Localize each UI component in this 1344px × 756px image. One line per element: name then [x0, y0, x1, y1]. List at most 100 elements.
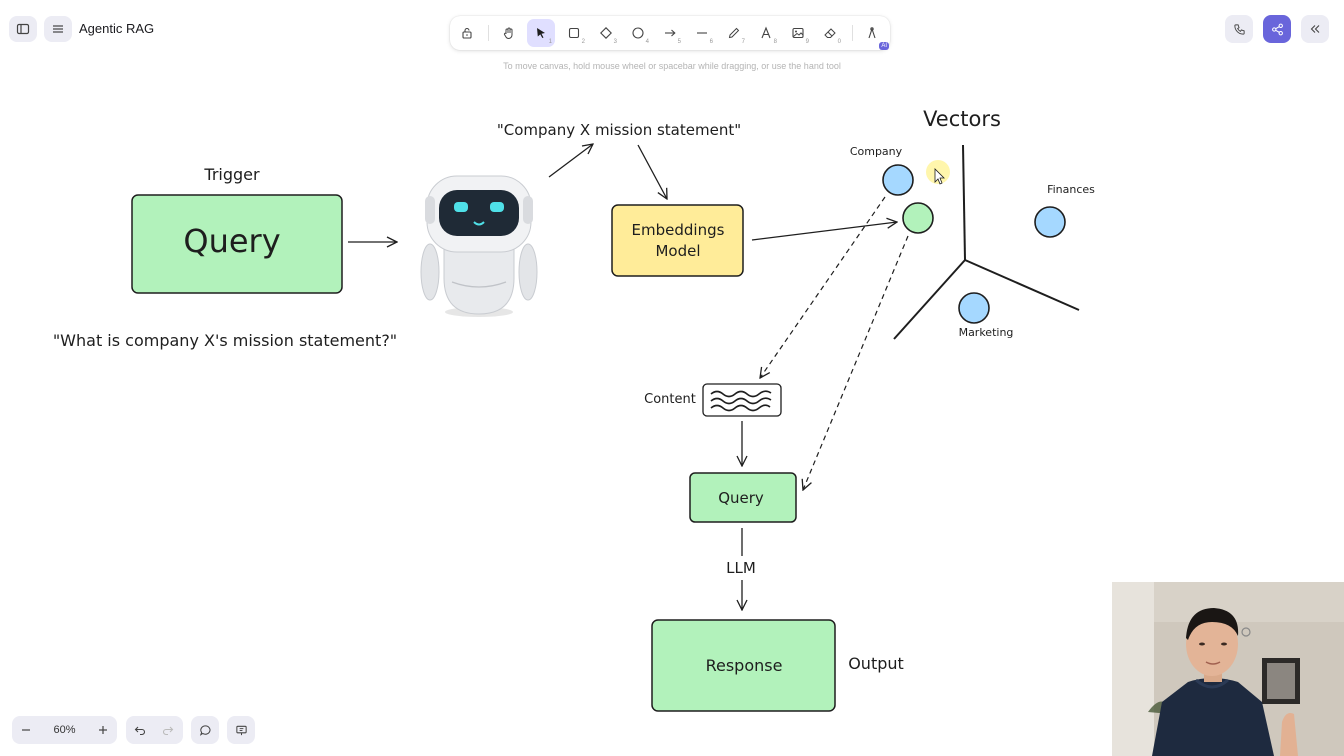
- undo-button[interactable]: [126, 716, 154, 744]
- tool-shortcut: 6: [709, 39, 713, 45]
- finances-vector-dot[interactable]: [1034, 206, 1066, 238]
- redo-button[interactable]: [154, 716, 182, 744]
- diamond-icon: [600, 27, 612, 39]
- query-box[interactable]: [131, 194, 343, 294]
- marketing-label: Marketing: [959, 326, 1014, 339]
- extra-tools-icon: [868, 27, 876, 39]
- vector-axis-x: [964, 259, 1080, 311]
- selection-tool-button[interactable]: 1: [527, 19, 555, 47]
- query-vector-dot[interactable]: [902, 202, 934, 234]
- trigger-label: Trigger: [203, 165, 260, 184]
- company-vector-dot[interactable]: [882, 164, 914, 196]
- query-llm-box[interactable]: [689, 472, 797, 523]
- plus-icon: [99, 726, 108, 734]
- webcam-overlay: [1112, 582, 1344, 756]
- hand-tool-button[interactable]: [495, 19, 523, 47]
- sidebar-toggle-button[interactable]: [9, 16, 37, 42]
- tool-shortcut: 3: [613, 39, 617, 45]
- question-text: "What is company X's mission statement?": [53, 331, 397, 350]
- history-controls: [126, 716, 183, 744]
- zoom-controls: 60%: [12, 716, 117, 744]
- zoom-out-button[interactable]: [12, 716, 40, 744]
- tool-shortcut: 5: [677, 39, 681, 45]
- canvas-hint: To move canvas, hold mouse wheel or spac…: [503, 61, 841, 71]
- tool-shortcut: 7: [741, 39, 745, 45]
- ai-badge: AI: [879, 42, 889, 50]
- share-button[interactable]: [1263, 15, 1291, 43]
- mouse-cursor-icon: [934, 168, 945, 185]
- pencil-tool-button[interactable]: 7: [720, 19, 748, 47]
- toolbar-separator: [488, 25, 489, 41]
- toolbar-separator: [852, 25, 853, 41]
- diamond-tool-button[interactable]: 3: [592, 19, 620, 47]
- embeddings-model-box[interactable]: [611, 204, 744, 277]
- company-label: Company: [850, 145, 903, 158]
- finances-label: Finances: [1047, 183, 1095, 196]
- rectangle-icon: [568, 27, 580, 39]
- main-menu-button[interactable]: [44, 16, 72, 42]
- ellipse-tool-button[interactable]: 4: [624, 19, 652, 47]
- content-label: Content: [644, 392, 696, 407]
- tool-shortcut: 4: [645, 39, 649, 45]
- arrow-tool-button[interactable]: 5: [656, 19, 684, 47]
- minus-icon: [21, 729, 30, 731]
- line-tool-button[interactable]: 6: [688, 19, 716, 47]
- arrow-agent-to-search: [548, 144, 593, 178]
- presenter-video-image: [1112, 582, 1344, 756]
- query-box-label: Query: [183, 222, 280, 260]
- content-scribble-icon: [710, 390, 772, 412]
- presentation-icon: [235, 725, 247, 735]
- zoom-in-button[interactable]: [89, 716, 117, 744]
- eraser-icon: [824, 28, 836, 38]
- image-tool-button[interactable]: 9: [784, 19, 812, 47]
- tool-shortcut: 9: [805, 39, 809, 45]
- output-label: Output: [848, 654, 904, 673]
- document-title[interactable]: Agentic RAG: [79, 21, 155, 36]
- dashed-arrow-to-content: [760, 196, 886, 378]
- arrow-search-to-embeddings: [637, 144, 667, 199]
- tool-shortcut: 1: [548, 39, 552, 45]
- hand-icon: [503, 27, 513, 40]
- redo-icon: [162, 726, 174, 736]
- line-icon: [697, 32, 707, 34]
- robot-agent-icon: [420, 175, 538, 317]
- embeddings-label-line1: Embeddings: [632, 221, 725, 239]
- arrow-embeddings-to-vector: [751, 222, 897, 241]
- llm-label: LLM: [726, 559, 756, 577]
- vector-axis-z: [893, 259, 966, 340]
- marketing-vector-dot[interactable]: [958, 292, 990, 324]
- response-box[interactable]: [651, 619, 836, 712]
- selection-icon: [537, 28, 545, 38]
- collapse-sidebar-button[interactable]: [1301, 15, 1329, 43]
- pencil-icon: [728, 27, 740, 39]
- text-icon: [761, 26, 771, 39]
- tool-shortcut: 8: [773, 39, 777, 45]
- dashed-arrow-to-query: [803, 235, 909, 490]
- present-button[interactable]: [227, 716, 255, 744]
- zoom-level[interactable]: 60%: [53, 724, 76, 736]
- vector-axis-y: [962, 144, 966, 261]
- eraser-tool-button[interactable]: 0: [816, 19, 844, 47]
- search-query-text: "Company X mission statement": [497, 121, 741, 139]
- arrow-icon: [665, 29, 676, 37]
- text-tool-button[interactable]: 8: [752, 19, 780, 47]
- comment-button[interactable]: [191, 716, 219, 744]
- lock-tool-button[interactable]: [453, 19, 481, 47]
- embeddings-label-line2: Model: [655, 242, 700, 260]
- main-toolbar: 1 2 3 4 5 6 7 8 9 0 AI: [450, 16, 890, 50]
- phone-icon: [1233, 23, 1245, 35]
- content-box[interactable]: [702, 383, 782, 417]
- hamburger-icon: [53, 25, 63, 33]
- undo-icon: [134, 726, 146, 736]
- call-button[interactable]: [1225, 15, 1253, 43]
- sidebar-icon: [16, 23, 30, 35]
- ellipse-icon: [632, 27, 644, 39]
- query-llm-label: Query: [718, 489, 764, 507]
- rectangle-tool-button[interactable]: 2: [560, 19, 588, 47]
- share-icon: [1271, 23, 1283, 35]
- response-label: Response: [706, 656, 783, 675]
- lock-icon: [462, 27, 472, 39]
- extra-tools-button[interactable]: AI: [858, 19, 889, 50]
- double-chevron-left-icon: [1310, 25, 1320, 33]
